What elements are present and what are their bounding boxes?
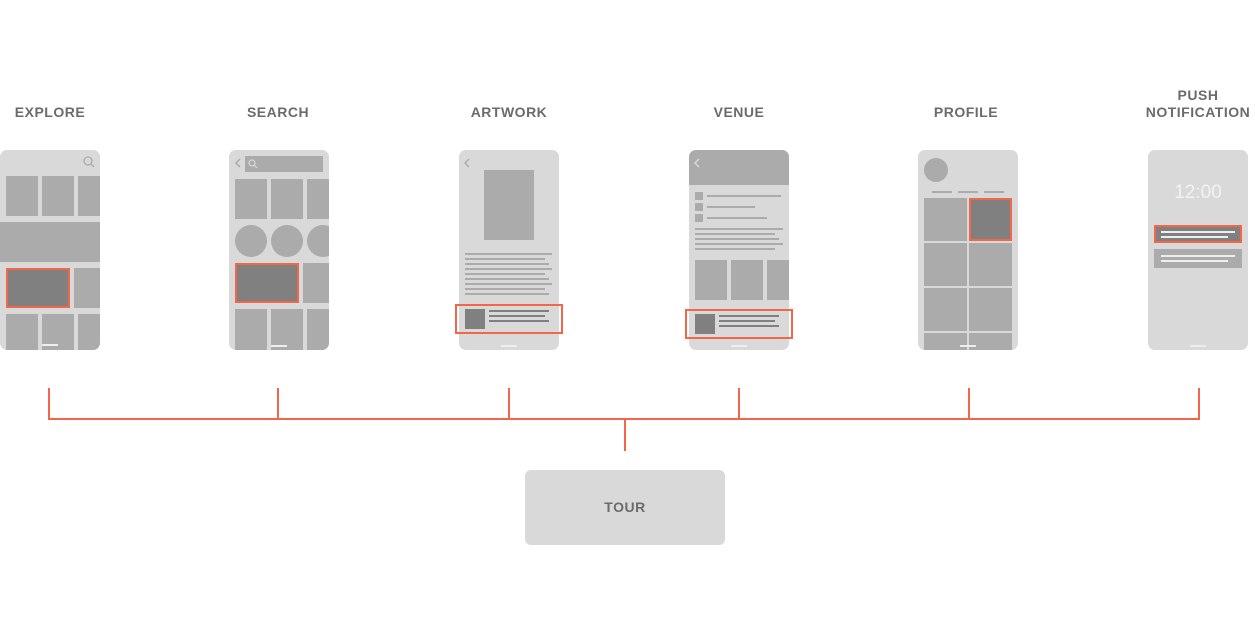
connector-lines [48, 388, 1200, 451]
notification [1154, 249, 1242, 268]
screen-label-explore: EXPLORE [15, 104, 85, 120]
tour-node: TOUR [525, 470, 725, 545]
banner [0, 222, 100, 262]
artwork-image [484, 170, 534, 240]
profile-screen-wireframe [918, 150, 1018, 350]
push-notification-screen-wireframe: 12:00 [1148, 150, 1248, 350]
highlighted-tile [6, 268, 70, 308]
screen-label-artwork: ARTWORK [471, 104, 548, 120]
search-icon [83, 156, 95, 168]
explore-screen-wireframe [0, 150, 100, 350]
back-chevron-icon [693, 158, 700, 168]
highlighted-tile [235, 263, 299, 303]
lockscreen-clock: 12:00 [1174, 182, 1222, 203]
back-chevron-icon [463, 158, 470, 168]
highlighted-tile [969, 198, 1012, 241]
highlighted-card [455, 304, 563, 334]
highlighted-notification [1154, 225, 1242, 243]
screen-label-venue: VENUE [714, 104, 765, 120]
screen-label-profile: PROFILE [934, 104, 998, 120]
screen-label-push-line2: NOTIFICATION [1146, 104, 1251, 120]
search-bar [245, 156, 323, 172]
avatar [924, 158, 948, 182]
tour-label: TOUR [604, 499, 645, 515]
screen-label-push-line1: PUSH [1178, 87, 1219, 103]
highlighted-card [685, 309, 793, 339]
venue-screen-wireframe [685, 150, 793, 350]
screen-label-search: SEARCH [247, 104, 309, 120]
back-chevron-icon [234, 158, 241, 168]
search-screen-wireframe [229, 150, 329, 350]
venue-header [689, 150, 789, 185]
search-icon [248, 159, 258, 169]
artwork-screen-wireframe [455, 150, 563, 350]
